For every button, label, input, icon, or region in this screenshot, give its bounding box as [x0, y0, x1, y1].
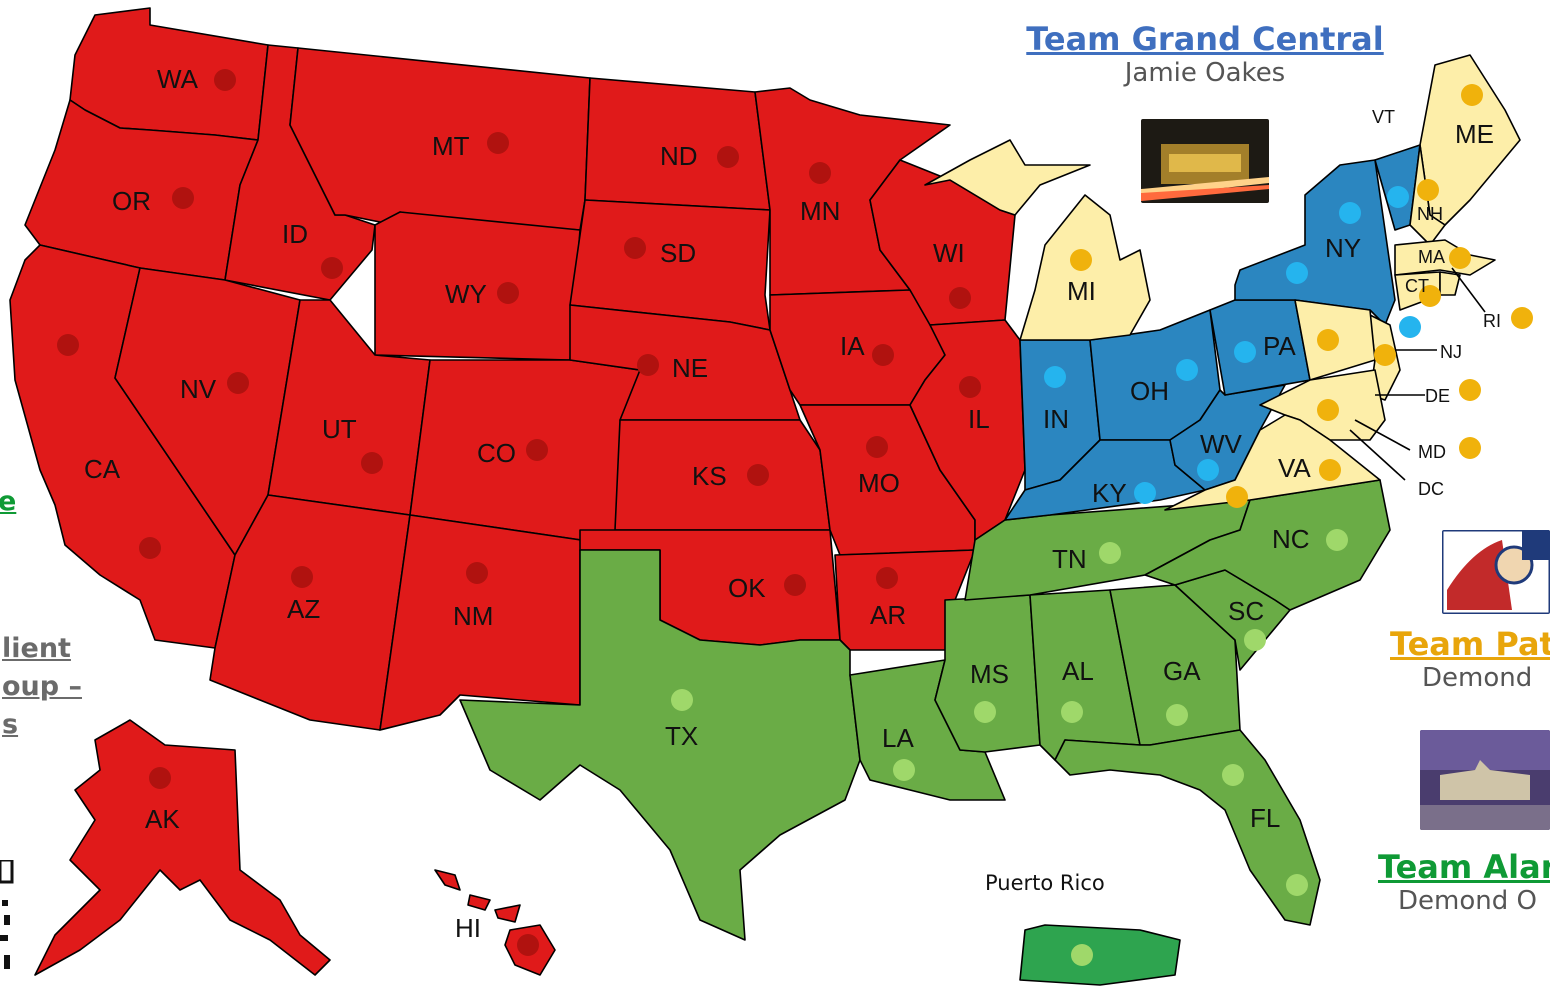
label-id: ID: [282, 219, 308, 249]
left-fragment-line-1[interactable]: lient: [2, 633, 71, 664]
label-ms: MS: [970, 659, 1009, 689]
label-va: VA: [1278, 453, 1311, 483]
label-nd: ND: [660, 141, 698, 171]
label-la: LA: [882, 723, 914, 753]
label-hi: HI: [455, 913, 481, 943]
label-dc: DC: [1418, 479, 1444, 499]
team-alamo-member: Demond O: [1398, 886, 1537, 916]
label-nv: NV: [180, 374, 217, 404]
state-hi[interactable]: [434, 869, 556, 976]
label-vt: VT: [1372, 107, 1395, 127]
label-puerto-rico: Puerto Rico: [985, 871, 1105, 895]
patriot-logo: [1442, 530, 1550, 614]
team-grand-central-link[interactable]: Team Grand Central: [1026, 20, 1384, 58]
label-ny: NY: [1325, 233, 1361, 263]
label-ky: KY: [1092, 478, 1127, 508]
label-co: CO: [477, 438, 516, 468]
label-ia: IA: [840, 331, 865, 361]
state-ma[interactable]: [1394, 239, 1496, 276]
territory-pr[interactable]: [1019, 924, 1181, 986]
state-mi-upper[interactable]: [924, 139, 1091, 216]
team-patriot-block: Team Pat Demond: [1390, 625, 1550, 693]
alamo-photo: [1420, 730, 1550, 830]
state-nc[interactable]: [1144, 479, 1391, 611]
label-mt: MT: [432, 131, 470, 161]
label-ne: NE: [672, 353, 708, 383]
team-alamo-block: Team Alar Demond O: [1378, 848, 1550, 916]
label-fl: FL: [1250, 803, 1280, 833]
label-wv: WV: [1200, 429, 1243, 459]
label-al: AL: [1062, 656, 1094, 686]
state-ny[interactable]: [1234, 159, 1396, 326]
label-me: ME: [1455, 119, 1494, 149]
label-sd: SD: [660, 238, 696, 268]
state-il[interactable]: [909, 319, 1026, 541]
label-il: IL: [968, 404, 990, 434]
label-ak: AK: [145, 804, 180, 834]
label-de: DE: [1425, 386, 1450, 406]
left-fragment-line-3[interactable]: s: [2, 709, 19, 740]
state-co[interactable]: [409, 359, 641, 546]
state-va[interactable]: [1164, 414, 1381, 511]
label-nh: NH: [1417, 204, 1443, 224]
label-pa: PA: [1263, 331, 1296, 361]
team-patriot-link[interactable]: Team Pat: [1390, 625, 1550, 663]
state-wy[interactable]: [374, 211, 581, 361]
label-ar: AR: [870, 600, 906, 630]
label-tx: TX: [665, 721, 698, 751]
state-ak[interactable]: [34, 719, 331, 976]
label-mn: MN: [800, 196, 840, 226]
label-or: OR: [112, 186, 151, 216]
left-fragment-line-2[interactable]: oup –: [2, 671, 82, 702]
team-grand-central-block: Team Grand Central Jamie Oakes: [1025, 20, 1385, 88]
qr-code-edge: [0, 860, 14, 969]
label-sc: SC: [1228, 596, 1264, 626]
state-tx[interactable]: [459, 549, 861, 941]
label-ks: KS: [692, 461, 727, 491]
label-ga: GA: [1163, 656, 1201, 686]
label-nm: NM: [453, 601, 493, 631]
label-wy: WY: [445, 279, 487, 309]
label-in: IN: [1043, 404, 1069, 434]
label-ca: CA: [84, 454, 121, 484]
label-wi: WI: [933, 238, 965, 268]
label-nj: NJ: [1440, 342, 1462, 362]
left-fragment-top[interactable]: e: [0, 486, 17, 517]
label-tn: TN: [1052, 544, 1087, 574]
state-wi[interactable]: [869, 159, 1016, 326]
label-oh: OH: [1130, 376, 1169, 406]
label-ma: MA: [1418, 247, 1445, 267]
label-wa: WA: [157, 64, 199, 94]
team-grand-central-member: Jamie Oakes: [1124, 58, 1286, 88]
state-dots: [57, 69, 1533, 966]
grand-central-photo: [1141, 119, 1269, 203]
label-md: MD: [1418, 442, 1446, 462]
team-patriot-member: Demond: [1422, 663, 1533, 693]
team-alamo-link[interactable]: Team Alar: [1378, 848, 1550, 886]
label-mo: MO: [858, 468, 900, 498]
label-az: AZ: [287, 594, 320, 624]
state-fl[interactable]: [1054, 729, 1321, 926]
label-ut: UT: [322, 414, 357, 444]
state-ri[interactable]: [1439, 271, 1461, 296]
label-ok: OK: [728, 573, 766, 603]
label-ct: CT: [1405, 276, 1429, 296]
leader-lines: [1349, 267, 1486, 481]
label-nc: NC: [1272, 524, 1310, 554]
label-mi: MI: [1067, 276, 1096, 306]
label-ri: RI: [1483, 311, 1501, 331]
